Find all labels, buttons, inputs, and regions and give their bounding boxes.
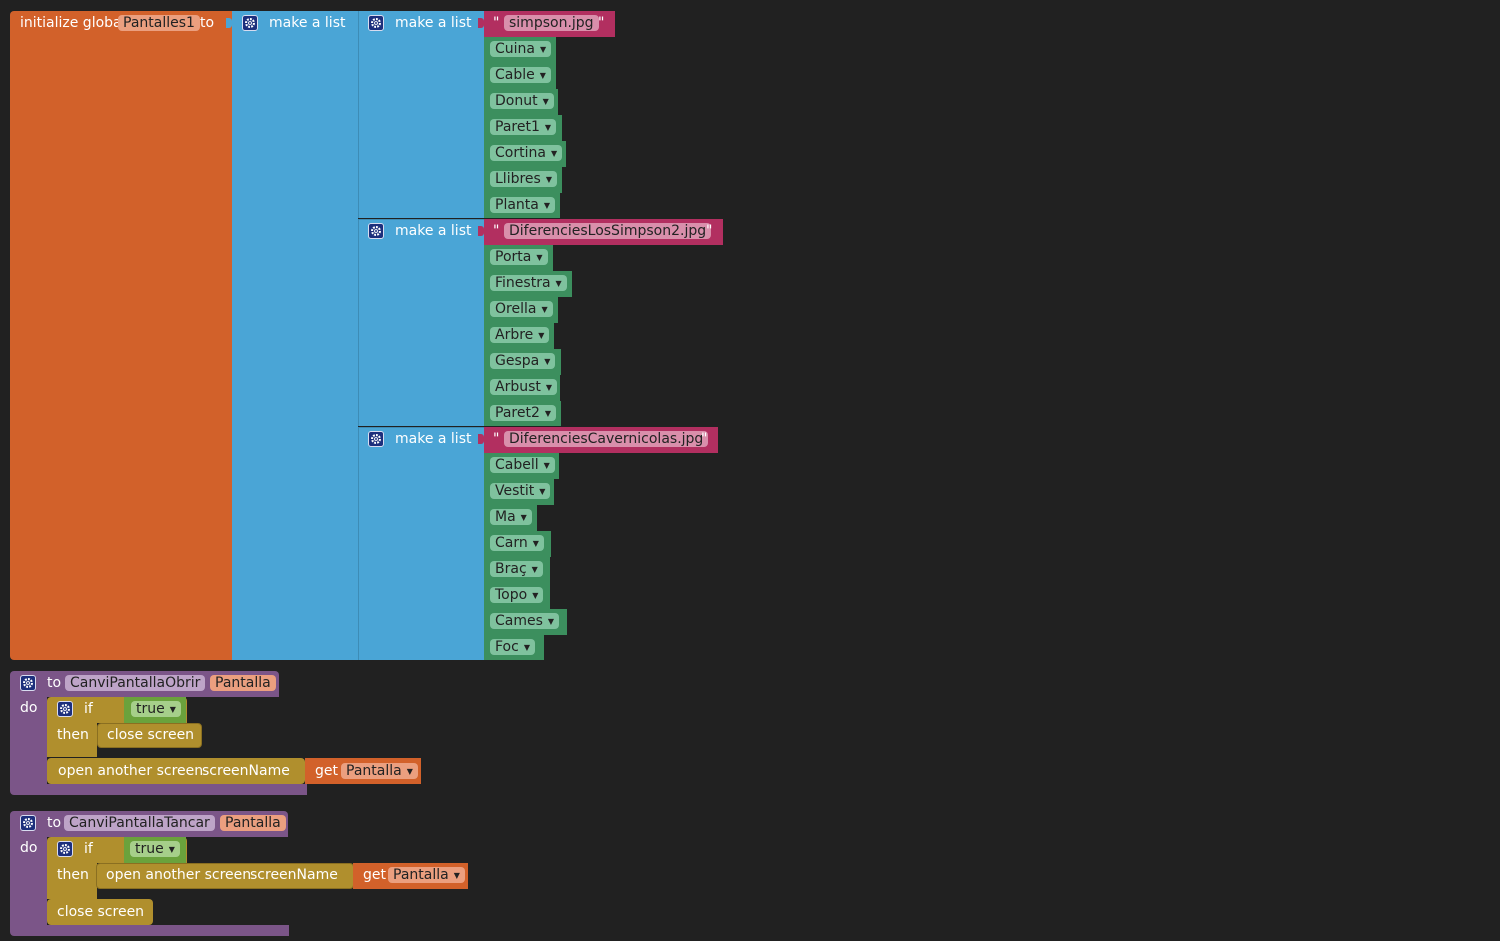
quote-close: " xyxy=(701,431,708,447)
initialize-global-label: initialize global xyxy=(20,15,126,31)
component-field[interactable]: Llibres▼ xyxy=(490,171,557,187)
quote-close: " xyxy=(706,223,713,239)
component-field[interactable]: Topo▼ xyxy=(490,587,544,603)
screen-name-label: screenName xyxy=(202,763,290,779)
mutator-gear-icon[interactable] xyxy=(368,15,384,31)
make-a-list-label: make a list xyxy=(269,15,346,31)
text-value-field[interactable]: DiferenciesLosSimpson2.jpg xyxy=(504,223,712,239)
then-label: then xyxy=(57,867,89,883)
make-a-list-label: make a list xyxy=(395,15,472,31)
open-another-screen-block[interactable] xyxy=(47,758,305,784)
initialize-global-block[interactable] xyxy=(10,11,232,660)
component-field[interactable]: Cuina▼ xyxy=(490,41,552,57)
do-label: do xyxy=(20,700,38,716)
component-field[interactable]: Porta▼ xyxy=(490,249,548,265)
list-connector xyxy=(352,226,358,236)
mutator-gear-icon[interactable] xyxy=(57,841,73,857)
open-another-screen-label: open another screen xyxy=(58,763,204,779)
procedure-footer xyxy=(10,925,289,936)
if-then-side xyxy=(47,863,97,899)
component-field[interactable]: Cames▼ xyxy=(490,613,560,629)
mutator-gear-icon[interactable] xyxy=(20,675,36,691)
text-connector xyxy=(478,226,484,236)
if-label: if xyxy=(84,701,93,717)
mutator-gear-icon[interactable] xyxy=(368,431,384,447)
outer-make-a-list-block[interactable] xyxy=(232,11,358,660)
do-label: do xyxy=(20,840,38,856)
make-a-list-block-3[interactable] xyxy=(358,427,484,660)
procedure-name-field[interactable]: CanviPantallaObrir xyxy=(65,675,206,691)
get-label: get xyxy=(315,763,338,779)
to-label: to xyxy=(47,675,62,691)
boolean-field[interactable]: true▼ xyxy=(131,701,181,717)
to-label: to xyxy=(200,15,215,31)
quote-open: " xyxy=(493,431,500,447)
then-label: then xyxy=(57,727,89,743)
component-field[interactable]: Cabell▼ xyxy=(490,457,555,473)
close-screen-label: close screen xyxy=(107,727,195,743)
boolean-field[interactable]: true▼ xyxy=(130,841,180,857)
if-label: if xyxy=(84,841,93,857)
quote-open: " xyxy=(493,15,500,31)
text-connector xyxy=(478,18,484,28)
component-field[interactable]: Planta▼ xyxy=(490,197,556,213)
global-var-name-field[interactable]: Pantalles1 xyxy=(118,15,200,31)
component-field[interactable]: Braç▼ xyxy=(490,561,543,577)
if-then-side xyxy=(47,723,97,757)
make-a-list-label: make a list xyxy=(395,431,472,447)
component-field[interactable]: Donut▼ xyxy=(490,93,554,109)
text-value-field[interactable]: DiferenciesCavernicolas.jpg xyxy=(504,431,709,447)
list-connector xyxy=(352,434,358,444)
parameter-field[interactable]: Pantalla xyxy=(220,815,286,831)
procedure-body-side xyxy=(10,697,47,787)
make-a-list-block-1[interactable] xyxy=(358,11,484,218)
quote-close: " xyxy=(598,15,605,31)
mutator-gear-icon[interactable] xyxy=(368,223,384,239)
component-field[interactable]: Ma▼ xyxy=(490,509,532,525)
component-field[interactable]: Carn▼ xyxy=(490,535,544,551)
screen-name-label: screenName xyxy=(250,867,338,883)
text-value-field[interactable]: simpson.jpg xyxy=(504,15,599,31)
component-field[interactable]: Arbre▼ xyxy=(490,327,550,343)
component-field[interactable]: Paret2▼ xyxy=(490,405,557,421)
get-label: get xyxy=(363,867,386,883)
to-label: to xyxy=(47,815,62,831)
mutator-gear-icon[interactable] xyxy=(242,15,258,31)
make-a-list-block-2[interactable] xyxy=(358,219,484,426)
text-connector xyxy=(478,434,484,444)
procedure-name-field[interactable]: CanviPantallaTancar xyxy=(64,815,215,831)
close-screen-block[interactable] xyxy=(97,723,202,748)
procedure-body-side xyxy=(10,837,47,927)
open-another-screen-label: open another screen xyxy=(106,867,252,883)
get-variable-field[interactable]: Pantalla▼ xyxy=(341,763,418,779)
component-field[interactable]: Gespa▼ xyxy=(490,353,556,369)
mutator-gear-icon[interactable] xyxy=(57,701,73,717)
component-field[interactable]: Foc▼ xyxy=(490,639,535,655)
parameter-field[interactable]: Pantalla xyxy=(210,675,276,691)
outer-list-connector xyxy=(226,18,232,28)
procedure-footer xyxy=(10,784,307,795)
make-a-list-label: make a list xyxy=(395,223,472,239)
component-field[interactable]: Cortina▼ xyxy=(490,145,563,161)
component-field[interactable]: Cable▼ xyxy=(490,67,551,83)
mutator-gear-icon[interactable] xyxy=(20,815,36,831)
component-field[interactable]: Orella▼ xyxy=(490,301,553,317)
component-field[interactable]: Vestit▼ xyxy=(490,483,551,499)
get-variable-field[interactable]: Pantalla▼ xyxy=(388,867,465,883)
close-screen-block[interactable] xyxy=(47,899,153,925)
component-field[interactable]: Paret1▼ xyxy=(490,119,557,135)
quote-open: " xyxy=(493,223,500,239)
component-field[interactable]: Arbust▼ xyxy=(490,379,558,395)
component-field[interactable]: Finestra▼ xyxy=(490,275,567,291)
close-screen-label: close screen xyxy=(57,904,145,920)
